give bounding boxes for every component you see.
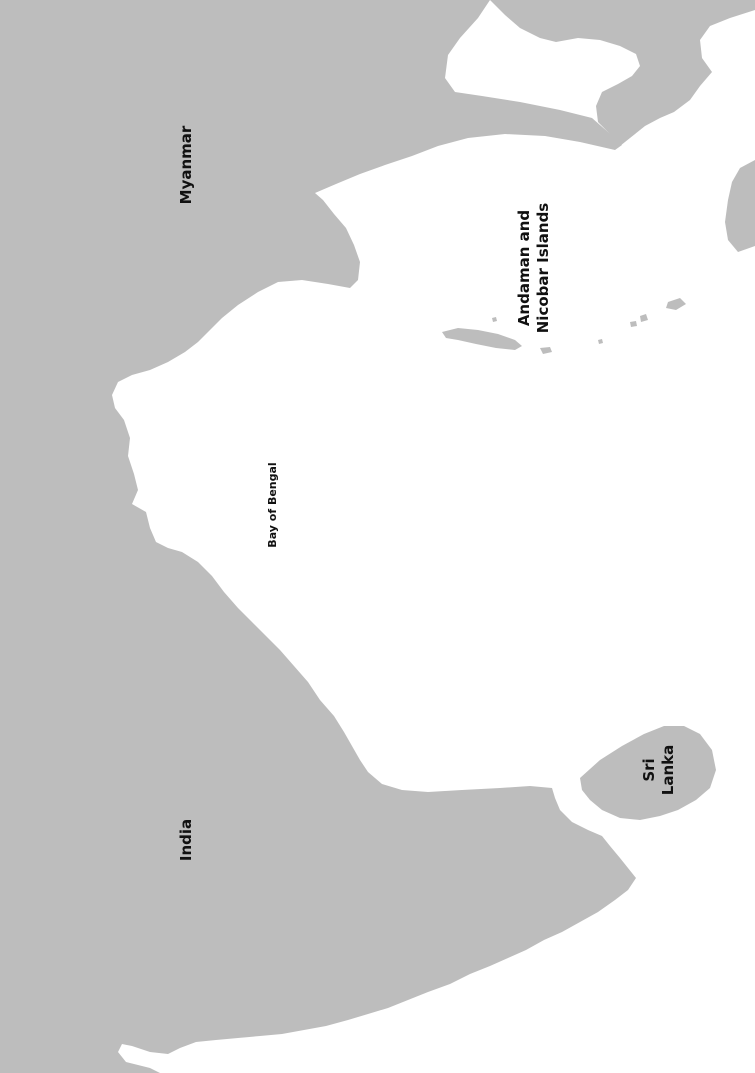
label-andaman-line1: Andaman and	[515, 210, 533, 326]
nicobar-island-4	[598, 339, 603, 344]
mainland-landmass	[0, 0, 636, 1073]
nicobar-island-3	[630, 321, 637, 327]
andaman-island-small	[540, 347, 552, 354]
nicobar-island-2	[640, 314, 648, 322]
label-andaman-line2: Nicobar Islands	[534, 203, 552, 334]
sumatra-landmass	[725, 160, 755, 252]
label-bay-of-bengal: Bay of Bengal	[266, 462, 279, 547]
andaman-island-main	[442, 328, 522, 350]
malay-peninsula-landmass	[490, 0, 755, 146]
label-india: India	[177, 819, 195, 861]
label-sri-lanka-line2: Lanka	[659, 745, 677, 795]
label-sri-lanka-line1: Sri	[640, 758, 658, 781]
nicobar-island-5	[492, 317, 497, 322]
sri-lanka-landmass	[580, 726, 716, 820]
nicobar-island-1	[666, 298, 686, 310]
label-myanmar: Myanmar	[177, 125, 195, 204]
